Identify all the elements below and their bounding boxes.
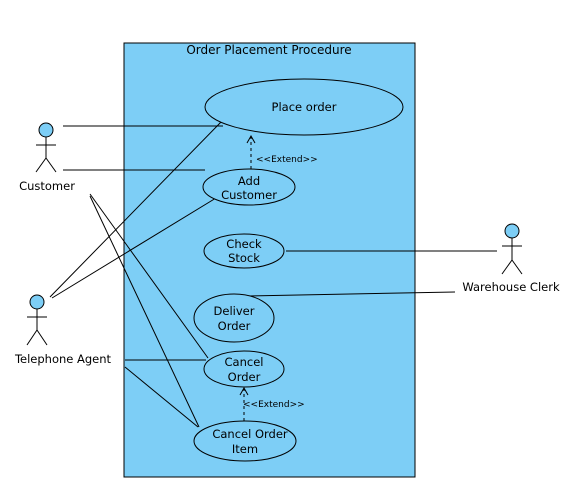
use-case-label: Customer <box>221 188 277 202</box>
extend-label: <<Extend>> <box>243 400 305 410</box>
actor-warehouse-clerk[interactable]: Warehouse Clerk <box>462 223 560 294</box>
actor-label: Warehouse Clerk <box>462 280 560 294</box>
use-case-label: Stock <box>228 251 260 265</box>
association-customer-cancel-order[interactable] <box>89 193 209 359</box>
actor-head <box>504 223 520 239</box>
use-case-check-stock[interactable]: Check Stock <box>203 233 285 269</box>
association-agent-place-order[interactable] <box>49 120 223 298</box>
actor-customer[interactable]: Customer <box>19 122 75 193</box>
use-case-cancel-order[interactable]: Cancel Order <box>203 350 285 388</box>
use-case-label: Add <box>238 174 260 188</box>
actor-label: Customer <box>19 179 75 193</box>
use-case-label: Cancel Order <box>212 427 288 441</box>
actor-head <box>38 122 54 138</box>
association-agent-add-customer[interactable] <box>51 197 217 299</box>
actor-head <box>29 294 45 310</box>
association-agent-cancel-order-item[interactable] <box>124 366 199 428</box>
use-case-cancel-order-item[interactable]: Cancel Order Item <box>193 420 297 462</box>
use-case-label: Deliver <box>214 304 255 318</box>
extend-add-customer-place-order[interactable]: <<Extend>> <box>246 134 318 169</box>
use-case-label: Item <box>232 442 258 456</box>
actor-telephone-agent[interactable]: Telephone Agent <box>14 294 112 366</box>
actor-label: Telephone Agent <box>14 352 112 366</box>
use-case-place-order[interactable]: Place order <box>204 78 404 136</box>
extend-cancel-order-item-cancel-order[interactable]: <<Extend>> <box>239 386 305 421</box>
use-case-label: Cancel <box>225 355 264 369</box>
associations <box>49 120 497 428</box>
use-case-label: Place order <box>272 100 337 114</box>
use-case-label: Order <box>218 319 251 333</box>
association-customer-cancel-order-item[interactable] <box>89 195 200 428</box>
use-case-label: Check <box>226 237 262 251</box>
association-clerk-deliver-order[interactable] <box>247 291 456 297</box>
system-title: Order Placement Procedure <box>186 43 351 57</box>
use-case-label: Order <box>228 370 261 384</box>
extend-label: <<Extend>> <box>256 155 318 165</box>
use-case-deliver-order[interactable]: Deliver Order <box>193 293 275 343</box>
use-case-add-customer[interactable]: Add Customer <box>202 168 296 206</box>
